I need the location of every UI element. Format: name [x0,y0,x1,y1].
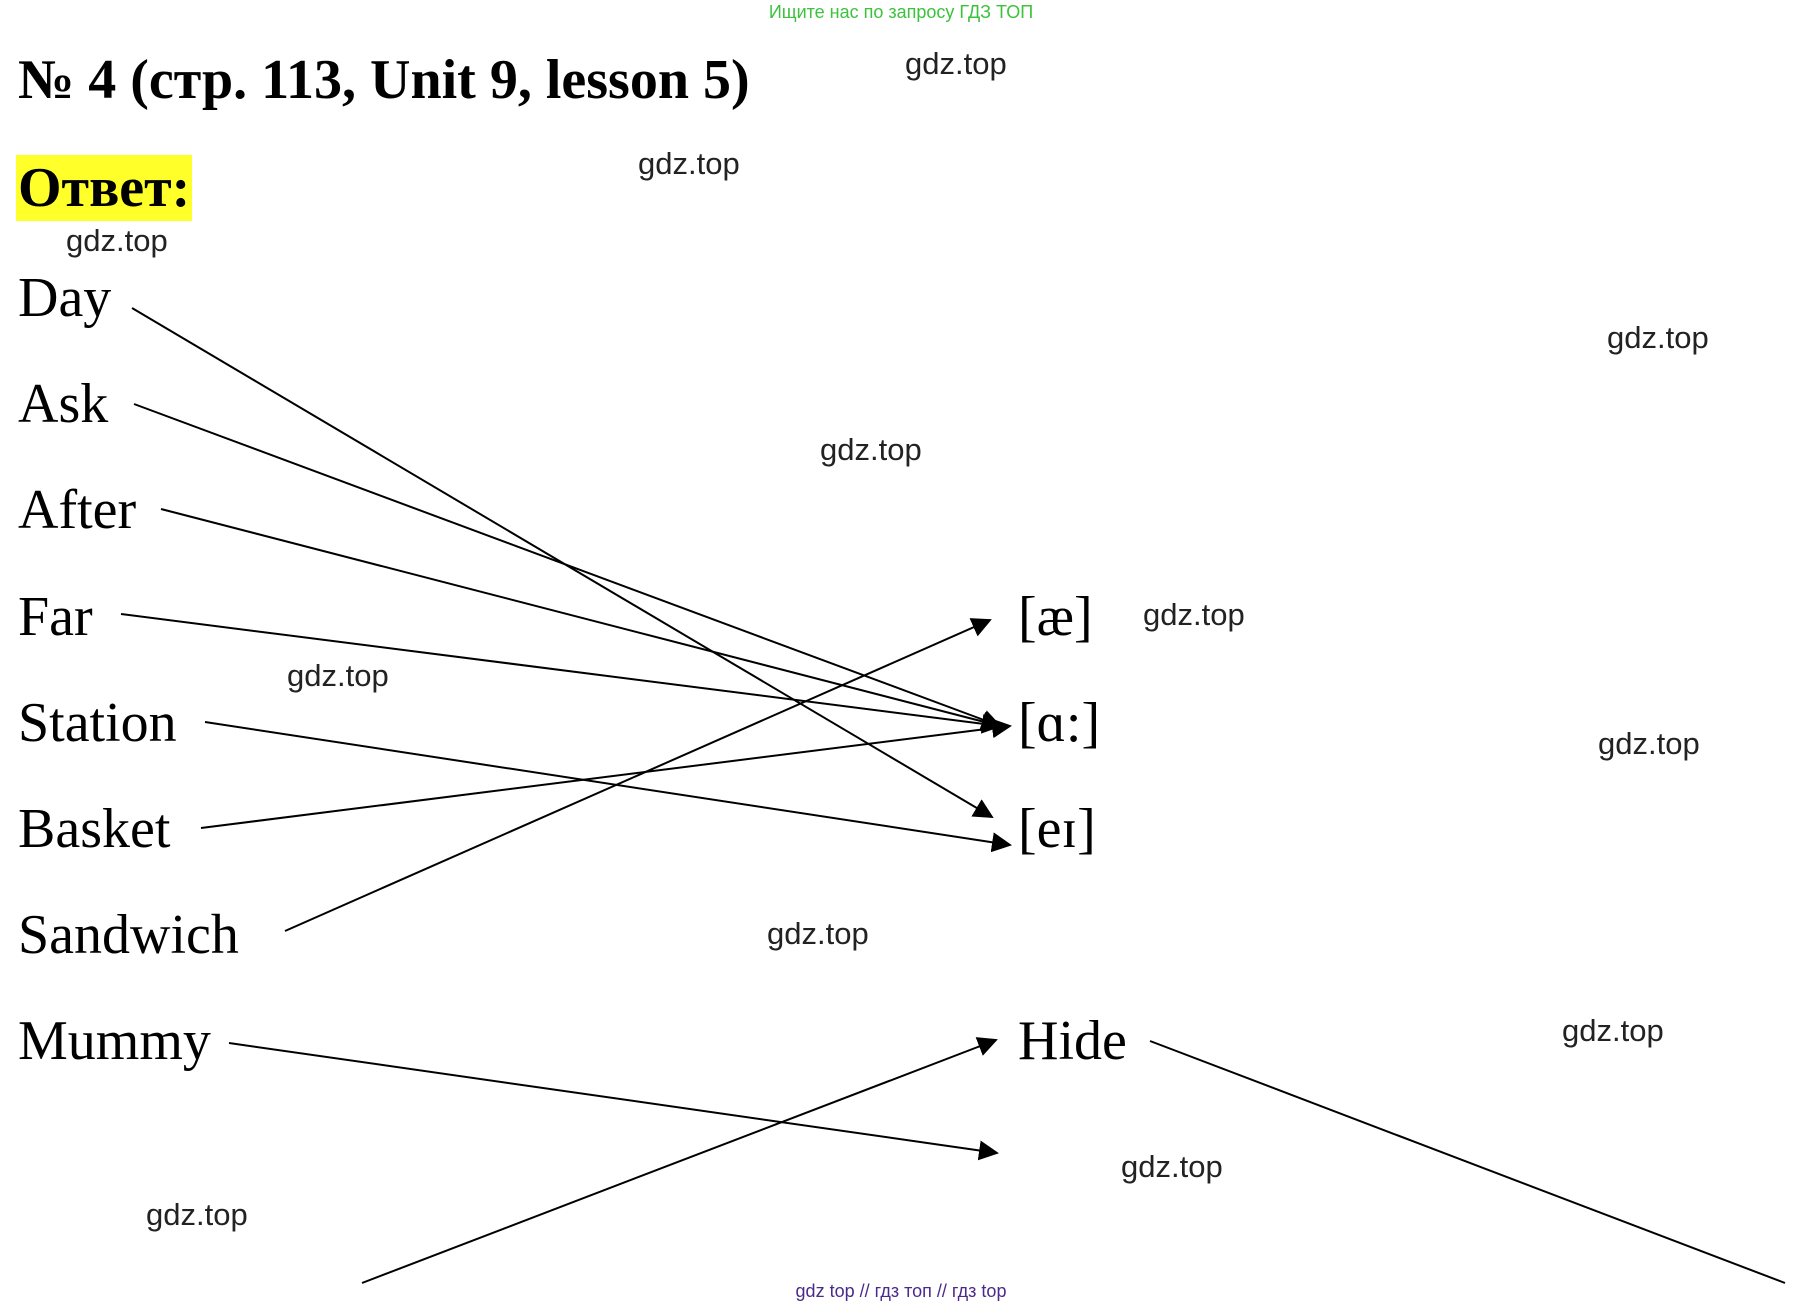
page-title: № 4 (стр. 113, Unit 9, lesson 5) [18,49,750,111]
sound-a-long: [ɑ:] [1018,692,1101,754]
arrow-station [204,721,1012,853]
sound-ae: [æ] [1018,586,1093,648]
arrow-basket [200,718,1012,829]
watermark: gdz.top [287,658,389,693]
watermark: gdz.top [146,1197,248,1232]
watermark: gdz.top [905,46,1007,81]
watermark: gdz.top [1143,597,1245,632]
watermark: gdz.top [638,146,740,181]
arrow-mummy [228,1042,999,1161]
footer-links: gdz top // гдз топ // гдз top [795,1281,1007,1301]
word-basket: Basket [18,798,171,860]
word-ask: Ask [18,373,109,435]
watermark: gdz.top [1121,1149,1223,1184]
watermark: gdz.top [66,223,168,258]
word-hide: Hide [1018,1010,1127,1072]
arrow-ask [133,403,1002,730]
word-far: Far [18,586,93,648]
watermark: gdz.top [820,432,922,467]
watermark: gdz.top [1562,1013,1664,1048]
watermark: gdz.top [1607,320,1709,355]
word-station: Station [18,692,177,754]
word-after: After [18,479,137,541]
watermark: gdz.top [767,916,869,951]
word-day: Day [18,267,112,329]
arrow-far [120,613,1002,734]
arrow-after [160,508,1002,732]
answer-label: Ответ: [16,155,193,221]
word-mummy: Mummy [18,1010,211,1072]
search-banner: Ищите нас по запросу ГДЗ ТОП [768,2,1034,22]
sound-ei: [eɪ] [1018,798,1096,860]
line-from-hide [1149,1040,1786,1284]
arrow-sandwich [284,618,992,932]
word-sandwich: Sandwich [18,904,239,966]
arrow-to-hide [361,1037,998,1284]
watermark: gdz.top [1598,726,1700,761]
